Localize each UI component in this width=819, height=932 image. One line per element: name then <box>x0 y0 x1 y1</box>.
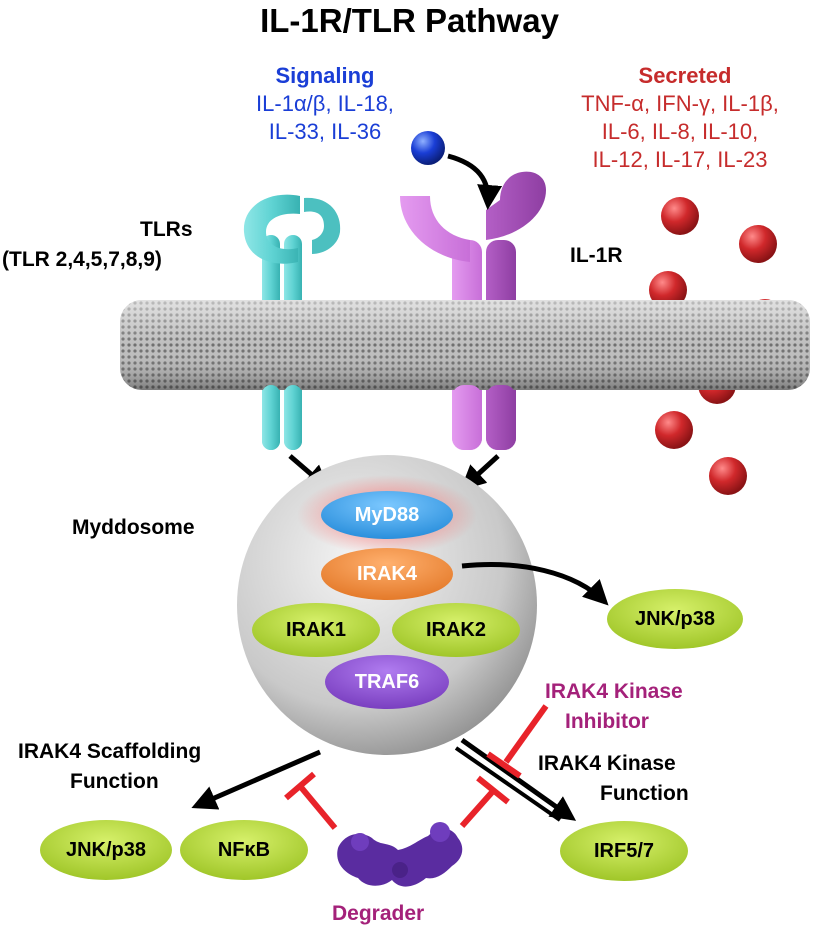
signaling-ligand <box>411 131 445 165</box>
tlrs-label: TLRs <box>140 218 193 241</box>
irak1-node: IRAK1 <box>252 603 380 657</box>
irak4-to-jnk-arrow <box>461 562 609 606</box>
signaling-line-1: IL-1α/β, IL-18, <box>256 91 394 116</box>
myd88-node: MyD88 <box>321 491 453 539</box>
signaling-line-2: IL-33, IL-36 <box>268 119 382 144</box>
cytokine-ball <box>661 197 699 235</box>
cell-membrane <box>120 300 810 390</box>
secreted-heading: Secreted <box>638 63 732 88</box>
inhibitor-label-line-2: Inhibitor <box>565 710 649 733</box>
scaffolding-arrow <box>191 749 321 810</box>
degrader-label: Degrader <box>332 902 425 925</box>
secreted-line-2: IL-6, IL-8, IL-10, <box>601 119 759 144</box>
myddosome-label: Myddosome <box>72 516 195 539</box>
jnk-p38-left-node: JNK/p38 <box>40 820 172 880</box>
cytokine-ball <box>739 225 777 263</box>
scaffolding-label-line-2: Function <box>70 770 159 793</box>
signaling-heading: Signaling <box>275 63 375 88</box>
nfkb-node: NFκB <box>180 820 308 880</box>
degrader-inhibition-right <box>459 775 510 828</box>
kinase-function-label-line-2: Function <box>600 782 689 805</box>
tlrs-sublabel: (TLR 2,4,5,7,8,9) <box>2 248 162 271</box>
il1r-label: IL-1R <box>570 244 623 267</box>
irak2-node: IRAK2 <box>392 603 520 657</box>
secreted-line-1: TNF-α, IFN-γ, IL-1β, <box>581 91 779 116</box>
ligand-binding-arrow <box>447 153 503 210</box>
cytokine-ball <box>709 457 747 495</box>
myd88-label: MyD88 <box>355 504 419 526</box>
cytokine-ball <box>649 271 687 309</box>
kinase-function-arrow <box>460 737 577 821</box>
il1r-stalk-lower <box>452 385 516 450</box>
nfkb-label: NFκB <box>218 839 270 861</box>
irak2-label: IRAK2 <box>426 619 486 641</box>
cytokine-ball <box>655 411 693 449</box>
degrader-molecule <box>337 822 463 887</box>
inhibitor-label-line-1: IRAK4 Kinase <box>545 680 683 703</box>
jnk-p38-right-label: JNK/p38 <box>635 608 715 630</box>
jnk-p38-right-node: JNK/p38 <box>607 589 743 649</box>
irak4-node: IRAK4 <box>321 548 453 600</box>
traf6-label: TRAF6 <box>355 671 419 693</box>
scaffolding-label-line-1: IRAK4 Scaffolding <box>18 740 202 763</box>
irak4-label: IRAK4 <box>357 563 418 585</box>
degrader-inhibition-left <box>284 771 338 830</box>
secreted-line-3: IL-12, IL-17, IL-23 <box>592 147 768 172</box>
irak1-label: IRAK1 <box>286 619 346 641</box>
kinase-inhibitor-bar <box>486 704 549 779</box>
irf-node: IRF5/7 <box>560 821 688 881</box>
jnk-p38-left-label: JNK/p38 <box>66 839 146 861</box>
traf6-node: TRAF6 <box>325 655 449 709</box>
kinase-function-label-line-1: IRAK4 Kinase <box>538 752 676 775</box>
kinase-function-arrow-line-1 <box>454 746 562 822</box>
irf-label: IRF5/7 <box>594 840 654 862</box>
tlr-stalk-lower <box>262 385 302 450</box>
page-title: IL-1R/TLR Pathway <box>260 2 559 39</box>
